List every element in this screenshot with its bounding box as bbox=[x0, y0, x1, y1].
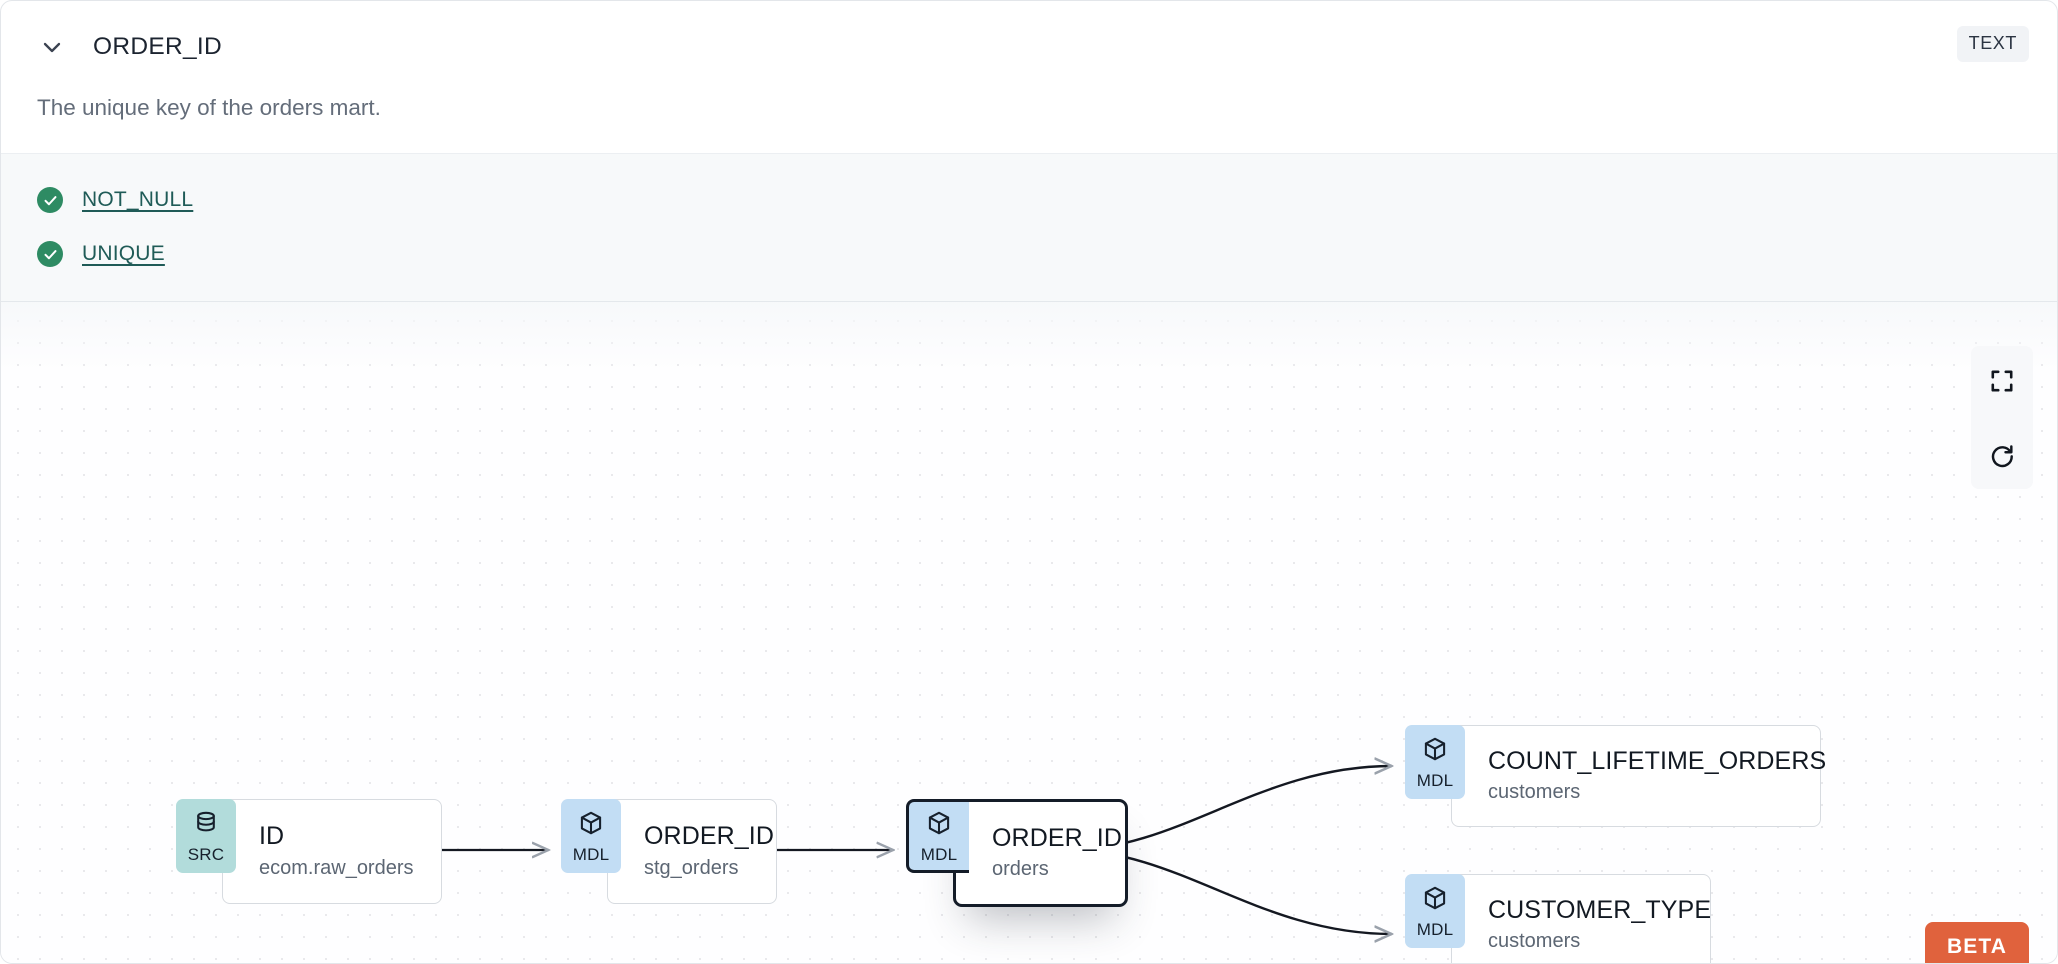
node-parent-name: customers bbox=[1488, 781, 1581, 804]
chevron-down-icon[interactable] bbox=[37, 32, 67, 62]
node-badge-label: MDL bbox=[920, 844, 958, 864]
check-circle-icon bbox=[37, 241, 63, 268]
node-body: ORDER_ID orders bbox=[953, 799, 1128, 908]
lineage-canvas[interactable]: SRC ID ecom.raw_orders MDL ORDE bbox=[1, 302, 2057, 963]
lineage-node-src-id[interactable]: SRC ID ecom.raw_orders bbox=[176, 799, 442, 905]
test-row: UNIQUE bbox=[37, 233, 2021, 275]
fit-view-icon[interactable] bbox=[1971, 346, 2033, 417]
node-parent-name: ecom.raw_orders bbox=[259, 856, 414, 879]
check-circle-icon bbox=[37, 187, 63, 214]
node-body: CUSTOMER_TYPE customers bbox=[1451, 874, 1712, 963]
node-badge-mdl: MDL bbox=[906, 799, 969, 874]
node-badge-label: SRC bbox=[187, 844, 225, 864]
tests-section: NOT_NULL UNIQUE bbox=[1, 153, 2057, 303]
node-badge-label: MDL bbox=[572, 844, 610, 864]
lineage-node-stg-orders[interactable]: MDL ORDER_ID stg_orders bbox=[561, 799, 777, 905]
node-column-name: ID bbox=[259, 822, 285, 850]
beta-badge[interactable]: BETA bbox=[1924, 922, 2029, 963]
node-parent-name: orders bbox=[992, 858, 1049, 881]
column-description: The unique key of the orders mart. bbox=[37, 95, 381, 120]
node-body: ORDER_ID stg_orders bbox=[607, 799, 777, 905]
cube-icon bbox=[1422, 736, 1448, 767]
node-column-name: ORDER_ID bbox=[992, 823, 1122, 852]
refresh-icon[interactable] bbox=[1971, 419, 2033, 490]
node-badge-mdl: MDL bbox=[1405, 725, 1465, 800]
node-column-name: COUNT_LIFETIME_ORDERS bbox=[1488, 746, 1827, 775]
database-icon bbox=[193, 810, 219, 841]
node-column-name: CUSTOMER_TYPE bbox=[1488, 895, 1712, 924]
cube-icon bbox=[926, 810, 952, 841]
node-parent-name: stg_orders bbox=[644, 856, 739, 879]
node-badge-label: MDL bbox=[1416, 919, 1454, 939]
node-badge-mdl: MDL bbox=[1405, 874, 1465, 949]
node-badge-src: SRC bbox=[176, 799, 236, 874]
cube-icon bbox=[1422, 885, 1448, 916]
node-column-name: ORDER_ID bbox=[644, 822, 774, 850]
lineage-node-orders-selected[interactable]: MDL ORDER_ID orders bbox=[906, 799, 1128, 908]
page-title: ORDER_ID bbox=[93, 33, 223, 60]
cube-icon bbox=[578, 810, 604, 841]
lineage-node-count-lifetime-orders[interactable]: MDL COUNT_LIFETIME_ORDERS customers bbox=[1405, 725, 1827, 828]
node-parent-name: customers bbox=[1488, 930, 1581, 953]
lineage-node-customer-type[interactable]: MDL CUSTOMER_TYPE customers bbox=[1405, 874, 1712, 963]
column-header: ORDER_ID TEXT bbox=[1, 1, 2057, 93]
node-badge-mdl: MDL bbox=[561, 799, 621, 874]
test-row: NOT_NULL bbox=[37, 179, 2021, 221]
canvas-controls bbox=[1971, 346, 2033, 490]
node-body: COUNT_LIFETIME_ORDERS customers bbox=[1451, 725, 1827, 828]
node-badge-label: MDL bbox=[1416, 770, 1454, 790]
node-body: ID ecom.raw_orders bbox=[222, 799, 442, 905]
test-link-not-null[interactable]: NOT_NULL bbox=[82, 188, 194, 212]
test-link-unique[interactable]: UNIQUE bbox=[82, 242, 165, 266]
data-type-badge: TEXT bbox=[1956, 26, 2029, 62]
